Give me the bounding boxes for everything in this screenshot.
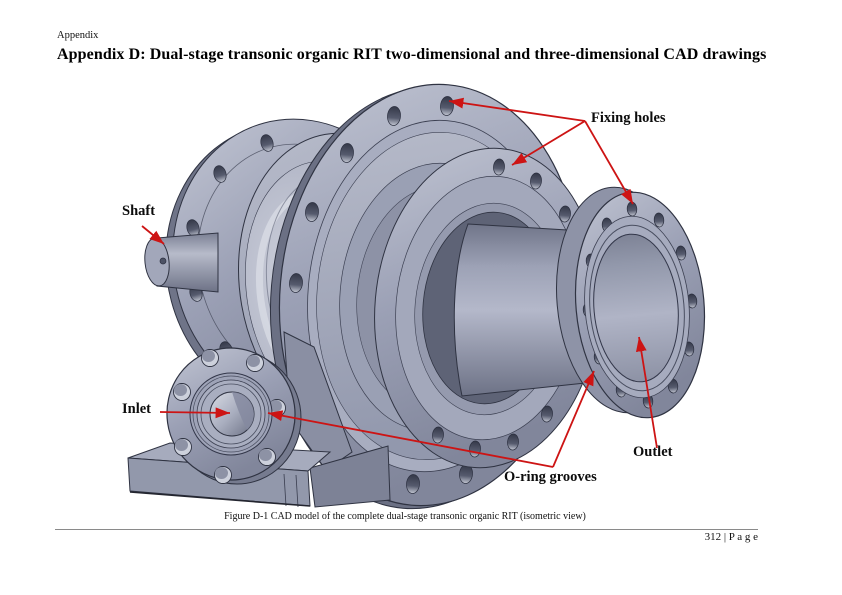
outlet-oring-groove-inner bbox=[589, 224, 685, 392]
label-shaft: Shaft bbox=[122, 203, 156, 219]
inlet-bolt-holes bbox=[173, 349, 286, 484]
outlet-flange bbox=[555, 186, 706, 419]
label-fixing-holes: Fixing holes bbox=[591, 110, 666, 126]
outlet-arrow bbox=[635, 336, 658, 449]
label-outlet: Outlet bbox=[633, 444, 673, 460]
shaft-center-hole bbox=[159, 257, 167, 265]
running-header: Appendix bbox=[57, 30, 99, 41]
fixing-holes-arrow-3 bbox=[584, 120, 634, 205]
outlet-bore bbox=[593, 233, 679, 383]
footer-rule bbox=[55, 529, 758, 530]
label-inlet: Inlet bbox=[122, 401, 151, 417]
oring-arrow-right bbox=[552, 370, 595, 468]
page-number: 312 | P a g e bbox=[704, 531, 758, 543]
inlet-arrow bbox=[159, 407, 231, 419]
inlet-flange bbox=[166, 347, 302, 485]
label-oring-grooves: O-ring grooves bbox=[504, 469, 597, 485]
page-title: Appendix D: Dual-stage transonic organic… bbox=[57, 46, 767, 63]
fixing-holes-arrow-1 bbox=[448, 97, 586, 122]
oring-arrow-left bbox=[267, 410, 554, 468]
shaft-cylinder bbox=[144, 232, 219, 293]
annotation-arrows bbox=[141, 97, 658, 468]
shaft-arrow bbox=[141, 225, 165, 245]
fixing-holes-arrow-2 bbox=[511, 120, 586, 166]
figure-caption: Figure D-1 CAD model of the complete dua… bbox=[224, 511, 586, 522]
